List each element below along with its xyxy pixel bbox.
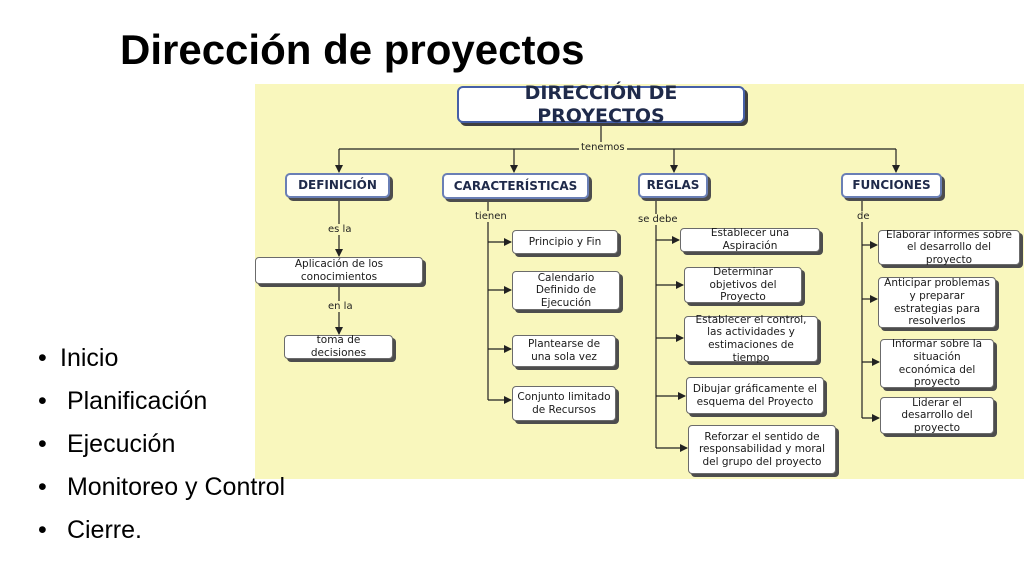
definicion-node-1: Aplicación de los conocimientos	[255, 257, 423, 284]
connector-lines	[335, 125, 900, 452]
category-reglas: REGLAS	[638, 173, 708, 198]
funcion-item-2: Anticipar problemas y preparar estrategi…	[878, 277, 996, 328]
regla-item-3: Establecer el control, las actividades y…	[684, 314, 818, 364]
regla-item-2: Determinar objetivos del Proyecto	[684, 266, 802, 303]
link-label-en-la: en la	[326, 301, 355, 312]
funcion-item-4: Liderar el desarrollo del proyecto	[880, 397, 994, 434]
slide-title: Dirección de proyectos	[120, 26, 585, 73]
bullet-item: Monitoreo y Control	[38, 469, 285, 512]
definicion-node-2: toma de decisiones	[284, 334, 393, 359]
bullet-item: Ejecución	[38, 426, 285, 469]
bullet-item: Inicio	[38, 340, 285, 383]
funcion-item-1: Elaborar informes sobre el desarrollo de…	[878, 229, 1020, 266]
link-label-tenemos: tenemos	[579, 142, 627, 153]
concept-map: DIRECCIÓN DE PROYECTOS tenemos DEFINICIÓ…	[255, 82, 1024, 479]
category-caracteristicas: CARACTERÍSTICAS	[442, 173, 589, 199]
regla-item-5: Reforzar el sentido de responsabilidad y…	[688, 425, 836, 474]
bullet-list: Inicio Planificación Ejecución Monitoreo…	[38, 340, 285, 555]
caracteristica-item-4: Conjunto limitado de Recursos	[512, 386, 616, 421]
funcion-item-3: Informar sobre la situación económica de…	[880, 338, 994, 388]
regla-item-4: Dibujar gráficamente el esquema del Proy…	[686, 377, 824, 414]
link-label-tienen: tienen	[473, 211, 509, 222]
bullet-item: Cierre.	[38, 512, 285, 555]
root-node: DIRECCIÓN DE PROYECTOS	[457, 82, 745, 127]
caracteristica-item-1: Principio y Fin	[512, 230, 618, 254]
link-label-de: de	[855, 211, 872, 222]
category-funciones: FUNCIONES	[841, 173, 942, 198]
caracteristica-item-3: Plantearse de una sola vez	[512, 335, 616, 367]
link-label-es-la: es la	[326, 224, 354, 235]
caracteristica-item-2: Calendario Definido de Ejecución	[512, 271, 620, 310]
bullet-item: Planificación	[38, 383, 285, 426]
link-label-se-debe: se debe	[636, 214, 680, 225]
category-definicion: DEFINICIÓN	[285, 173, 390, 198]
regla-item-1: Establecer una Aspiración	[680, 227, 820, 252]
